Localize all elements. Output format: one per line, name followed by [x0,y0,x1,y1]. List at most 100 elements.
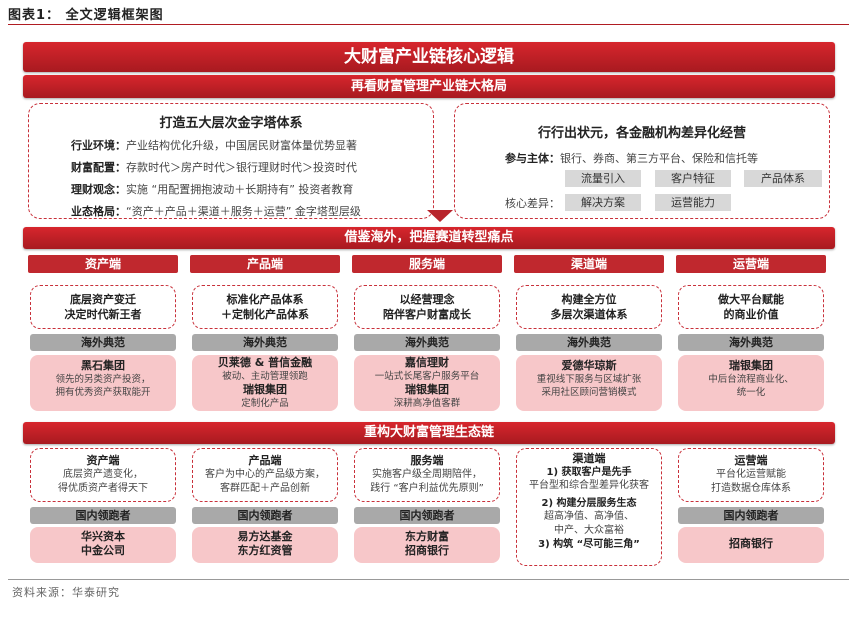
row-text: “资产＋产品＋渠道＋服务＋运营” 金字塔型层级 [126,205,361,218]
pyramid-row: 财富配置：存款时代＞房产时代＞银行理财时代＞投资时代 [71,159,357,175]
leader-name: 华兴资本 [81,530,125,543]
eco-line: 底层资产遗变化， [63,469,143,480]
eco-channel: 渠道端 1) 获取客户是先手 平台型和综合型差异化获客 2) 构建分层服务生态 … [516,448,662,566]
overseas-label: 海外典范 [30,334,176,351]
core-service: 以经营理念陪伴客户财富成长 [354,285,500,329]
example-name: 瑞银集团 [243,383,287,396]
pyramid-row: 业态格局：“资产＋产品＋渠道＋服务＋运营” 金字塔型层级 [71,203,361,219]
example-desc: 被动、主动管理领跑 [222,371,308,382]
row-label: 理财观念： [71,183,126,196]
eco-line: 打造数据仓库体系 [711,483,791,494]
leader-name: 东方财富 [405,530,449,543]
eco-line: 平台型和综合型差异化获客 [529,480,649,491]
eco-product: 产品端 客户为中心的产品级方案， 客群匹配＋产品创新 [192,448,338,502]
tag-customer: 客户特征 [655,170,731,187]
eco-operation: 运营端 平台化运营赋能 打造数据仓库体系 [678,448,824,502]
col-head-channel: 渠道端 [514,255,664,273]
eco-asset: 资产端 底层资产遗变化， 得优质资产者得天下 [30,448,176,502]
leaders-product: 易方达基金 东方红资管 [192,527,338,563]
example-schwab-ubs: 嘉信理财 一站式长尾客户服务平台 瑞银集团 深耕高净值客群 [354,355,500,411]
eco-line: 平台化运营赋能 [716,469,786,480]
tag-traffic: 流量引入 [565,170,641,187]
example-desc: 拥有优秀资产获取能开 [55,387,151,398]
leaders-service: 东方财富 招商银行 [354,527,500,563]
tag-operation: 运营能力 [655,194,731,211]
eco-title: 资产端 [86,454,120,467]
example-name: 瑞银集团 [405,383,449,396]
domestic-label: 国内领跑者 [678,507,824,524]
pyramid-system-box: 打造五大层次金字塔体系 行业环境：产业结构优化升级，中国居民财富体量优势显著 财… [28,103,434,219]
example-edward-jones: 爱德华琼斯 重视线下服务与区域扩张 采用社区顾问营销模式 [516,355,662,411]
example-name: 瑞银集团 [729,359,773,372]
example-desc: 领先的另类资产投资， [55,374,151,385]
eco-line: 客群匹配＋产品创新 [220,483,310,494]
example-desc: 定制化产品 [241,398,289,409]
eco-line: 实施客户级全周期陪伴， [372,469,482,480]
leader-name: 招商银行 [729,537,773,550]
source-divider [8,579,849,580]
eco-line: 客户为中心的产品级方案， [205,469,325,480]
eco-line: 2) 构建分层服务生态 [541,498,637,509]
example-desc: 重视线下服务与区域扩张 [536,374,642,385]
domestic-label: 国内领跑者 [192,507,338,524]
overseas-label: 海外典范 [192,334,338,351]
example-blackrock-ubs: 贝莱德 & 普信金融 被动、主动管理领跑 瑞银集团 定制化产品 [192,355,338,411]
col-head-service: 服务端 [352,255,502,273]
example-ubs-ops: 瑞银集团 中后台流程商业化、 统一化 [678,355,824,411]
eco-title: 运营端 [734,454,768,467]
domestic-label: 国内领跑者 [354,507,500,524]
example-name: 黑石集团 [81,359,125,372]
example-name: 嘉信理财 [405,356,449,369]
col-head-operation: 运营端 [676,255,826,273]
col-head-asset: 资产端 [28,255,178,273]
row-text: 产业结构优化升级，中国居民财富体量优势显著 [126,139,357,152]
leaders-operation: 招商银行 [678,527,824,563]
example-name: 贝莱德 & 普信金融 [217,356,313,369]
pyramid-title: 打造五大层次金字塔体系 [159,116,303,131]
pyramid-row: 行业环境：产业结构优化升级，中国居民财富体量优势显著 [71,137,357,153]
example-desc: 一站式长尾客户服务平台 [374,371,480,382]
competition-title: 行行出状元，各金融机构差异化经营 [537,126,746,141]
eco-line: 1) 获取客户是先手 [546,467,632,478]
core-product: 标准化产品体系＋定制化产品体系 [192,285,338,329]
tag-solution: 解决方案 [565,194,641,211]
leader-name: 中金公司 [81,544,125,557]
example-desc: 统一化 [736,387,766,398]
pyramid-row: 理财观念：实施 “用配置拥抱波动＋长期持有” 投资者教育 [71,181,353,197]
down-arrow-icon [427,210,453,222]
row-label: 行业环境： [71,139,126,152]
leader-name: 东方红资管 [237,544,293,557]
eco-line: 中产、大众富裕 [554,525,624,536]
row-text: 实施 “用配置拥抱波动＋长期持有” 投资者教育 [126,183,354,196]
overseas-banner: 借鉴海外，把握赛道转型痛点 [23,227,835,249]
example-desc: 中后台流程商业化、 [708,374,794,385]
source-note: 资料来源：华泰研究 [12,586,120,599]
example-desc: 采用社区顾问营销模式 [541,387,637,398]
core-logic-banner: 大财富产业链核心逻辑 [23,42,835,72]
competition-box: 行行出状元，各金融机构差异化经营 参与主体：银行、券商、第三方平台、保险和信托等… [454,103,830,219]
tag-product: 产品体系 [744,170,822,187]
eco-line: 践行 “客户利益优先原则” [370,483,484,494]
row-label: 业态格局： [71,205,126,218]
overseas-label: 海外典范 [516,334,662,351]
example-blackstone: 黑石集团 领先的另类资产投资， 拥有优秀资产获取能开 [30,355,176,411]
eco-line: 超高净值、高净值、 [544,511,634,522]
industry-landscape-banner: 再看财富管理产业链大格局 [23,75,835,98]
ecosystem-banner: 重构大财富管理生态链 [23,422,835,444]
leader-name: 易方达基金 [237,530,293,543]
core-diff-label: 核心差异： [505,197,560,210]
overseas-label: 海外典范 [354,334,500,351]
example-desc: 深耕高净值客群 [393,398,461,409]
eco-title: 产品端 [248,454,282,467]
eco-service: 服务端 实施客户级全周期陪伴， 践行 “客户利益优先原则” [354,448,500,502]
example-name: 爱德华琼斯 [561,359,617,372]
figure-title: 图表1： 全文逻辑框架图 [8,8,164,23]
eco-title: 渠道端 [572,452,606,465]
eco-title: 服务端 [410,454,444,467]
row-text: 存款时代＞房产时代＞银行理财时代＞投资时代 [126,161,357,174]
participants-row: 参与主体：银行、券商、第三方平台、保险和信托等 [505,150,758,166]
participants-label: 参与主体： [505,152,560,165]
title-divider [8,24,849,25]
row-label: 财富配置： [71,161,126,174]
leader-name: 招商银行 [405,544,449,557]
